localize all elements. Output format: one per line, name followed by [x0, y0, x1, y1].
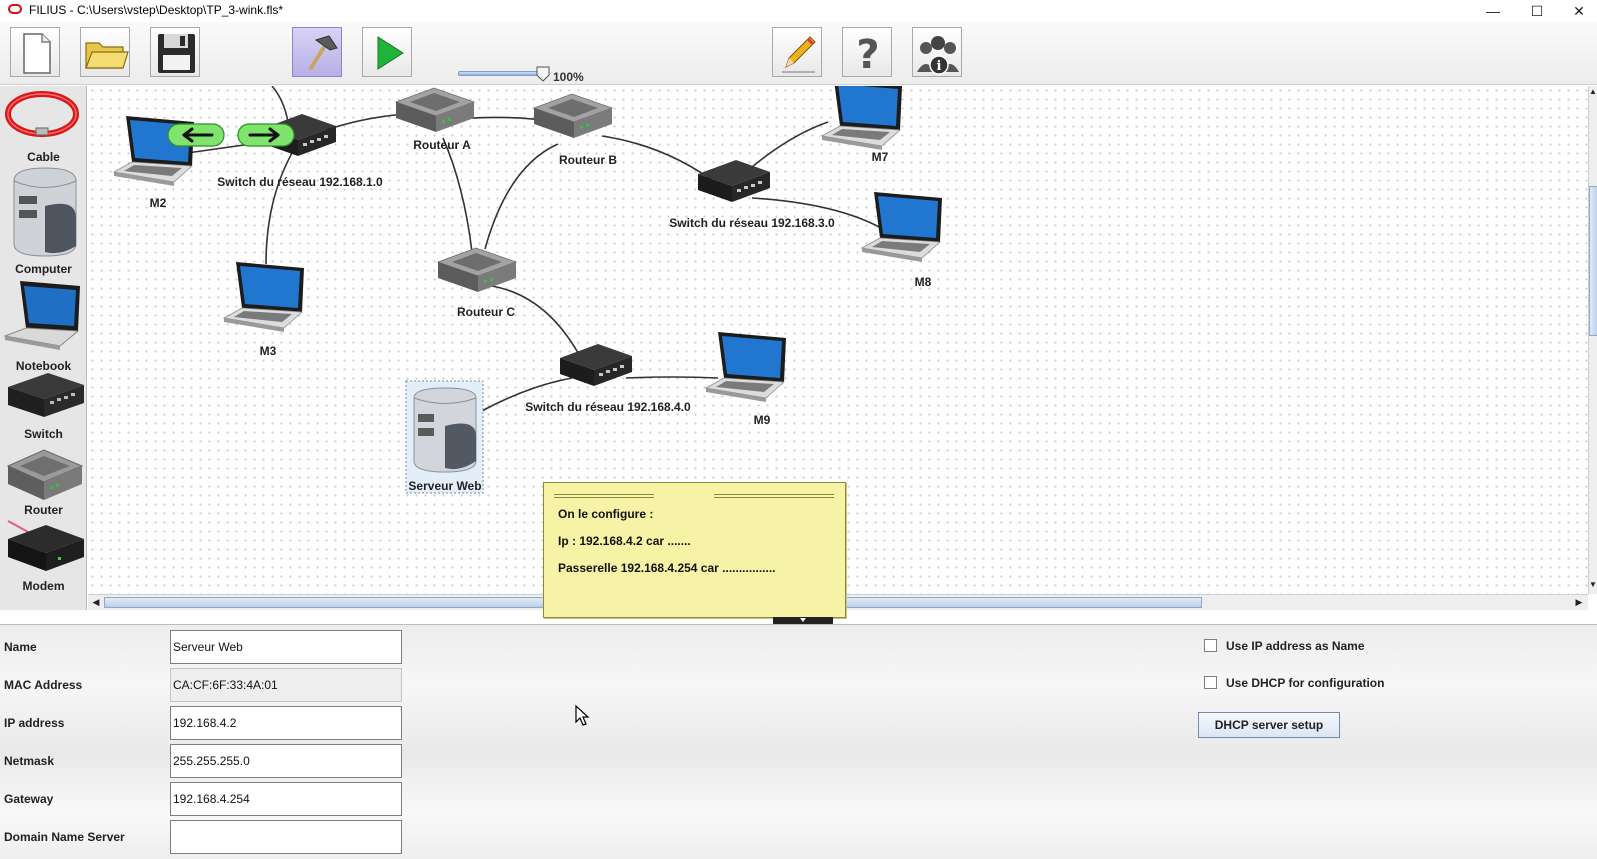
zoom-slider-handle[interactable] — [536, 66, 550, 82]
cable-drag-left-arrow-icon[interactable] — [167, 123, 225, 147]
palette-label: Notebook — [15, 359, 72, 373]
node-label-m9: M9 — [753, 413, 771, 427]
new-file-button[interactable] — [10, 27, 60, 77]
component-palette: Cable Computer Notebook Switch — [0, 86, 87, 610]
scroll-left-icon[interactable]: ◀ — [92, 597, 100, 607]
node-m3-laptop-icon[interactable] — [223, 261, 305, 333]
edit-documentation-button[interactable] — [772, 27, 822, 77]
switch-icon — [8, 373, 84, 417]
maximize-button[interactable]: ☐ — [1530, 3, 1544, 19]
node-label-m2: M2 — [149, 196, 167, 210]
palette-label: Router — [24, 503, 63, 517]
use-ip-as-name-checkbox[interactable] — [1204, 639, 1217, 652]
title-bar: FILIUS - C:\Users\vstep\Desktop\TP_3-win… — [0, 0, 1597, 22]
network-cables — [179, 86, 895, 413]
new-file-icon — [23, 33, 51, 74]
node-label-m7: M7 — [871, 150, 889, 164]
question-mark-icon: ? — [856, 32, 879, 78]
modem-icon — [7, 520, 84, 571]
node-label-switch1: Switch du réseau 192.168.1.0 — [217, 175, 383, 189]
node-label-switch4: Switch du réseau 192.168.4.0 — [525, 400, 691, 414]
note-drag-grip[interactable] — [714, 494, 834, 498]
sticky-note[interactable]: On le configure : Ip : 192.168.4.2 car .… — [543, 482, 846, 618]
mac-address-field — [170, 668, 402, 702]
palette-label: Modem — [22, 579, 65, 593]
node-switch-192-168-4-0-icon[interactable] — [560, 344, 632, 386]
scroll-down-icon[interactable]: ▼ — [1589, 580, 1597, 589]
node-m9-laptop-icon[interactable] — [705, 331, 787, 403]
netmask-label: Netmask — [4, 754, 55, 768]
node-serveur-web-server-icon[interactable] — [405, 380, 484, 494]
cable-drag-right-arrow-icon[interactable] — [237, 123, 295, 147]
node-switch-192-168-3-0-icon[interactable] — [698, 160, 770, 202]
node-routeur-c-icon[interactable] — [437, 247, 517, 293]
dns-field[interactable] — [170, 820, 402, 854]
netmask-field[interactable] — [170, 744, 402, 778]
computer-server-icon — [13, 167, 77, 257]
node-label-routeur-c: Routeur C — [457, 305, 515, 319]
node-m7-laptop-icon[interactable] — [821, 86, 903, 151]
node-routeur-b-icon[interactable] — [533, 93, 613, 139]
scroll-up-icon[interactable]: ▲ — [1589, 87, 1597, 96]
design-mode-button[interactable] — [292, 27, 342, 77]
toolbar: 100% ? i — [0, 22, 1597, 85]
window-title: FILIUS - C:\Users\vstep\Desktop\TP_3-win… — [29, 3, 284, 17]
name-label: Name — [4, 640, 37, 654]
node-m8-laptop-icon[interactable] — [861, 191, 943, 263]
use-dhcp-checkbox[interactable] — [1204, 676, 1217, 689]
cable-icon — [5, 91, 79, 137]
vertical-scroll-thumb[interactable] — [1589, 186, 1597, 336]
name-field[interactable] — [170, 630, 402, 664]
simulation-mode-button[interactable] — [362, 27, 412, 77]
gateway-field[interactable] — [170, 782, 402, 816]
panel-collapse-tab[interactable] — [773, 617, 833, 625]
note-drag-grip[interactable] — [554, 494, 654, 498]
node-label-serveur-web: Serveur Web — [408, 479, 482, 493]
note-line: On le configure : — [558, 507, 654, 521]
minimize-button[interactable]: — — [1486, 3, 1500, 19]
svg-text:i: i — [937, 59, 942, 74]
node-label-m3: M3 — [259, 344, 277, 358]
note-line: Ip : 192.168.4.2 car ....... — [558, 534, 691, 548]
save-file-button[interactable] — [150, 27, 200, 77]
folder-open-icon — [85, 42, 129, 69]
filius-app-icon — [8, 4, 22, 14]
floppy-disk-icon — [158, 34, 195, 73]
mac-address-label: MAC Address — [4, 678, 83, 692]
mouse-cursor-icon — [575, 705, 590, 726]
use-dhcp-label: Use DHCP for configuration — [1226, 676, 1385, 690]
use-ip-as-name-label: Use IP address as Name — [1226, 639, 1365, 653]
router-icon — [6, 449, 84, 500]
zoom-slider[interactable] — [458, 71, 544, 76]
vertical-scrollbar[interactable]: ▲ ▼ — [1588, 86, 1597, 594]
ip-address-field[interactable] — [170, 706, 402, 740]
dhcp-server-setup-button[interactable]: DHCP server setup — [1198, 712, 1340, 738]
palette-label: Computer — [15, 262, 72, 276]
node-label-routeur-a: Routeur A — [413, 138, 471, 152]
hammer-icon — [309, 35, 338, 70]
palette-label: Cable — [27, 150, 60, 164]
gateway-label: Gateway — [4, 792, 54, 806]
node-label-switch3: Switch du réseau 192.168.3.0 — [669, 216, 835, 230]
svg-text:?: ? — [856, 32, 879, 78]
help-button[interactable]: ? — [842, 27, 892, 78]
pencil-icon — [782, 36, 816, 73]
notebook-laptop-icon — [3, 281, 80, 350]
info-button[interactable]: i — [912, 27, 962, 77]
close-button[interactable]: ✕ — [1573, 3, 1585, 19]
network-diagram — [113, 86, 943, 494]
zoom-level: 100% — [553, 70, 584, 84]
node-routeur-a-icon[interactable] — [395, 87, 475, 133]
scroll-right-icon[interactable]: ▶ — [1575, 597, 1583, 607]
users-info-icon: i — [917, 36, 959, 75]
play-icon — [377, 36, 404, 70]
ip-address-label: IP address — [4, 716, 65, 730]
open-file-button[interactable] — [80, 27, 130, 77]
node-label-m8: M8 — [914, 275, 932, 289]
node-label-routeur-b: Routeur B — [559, 153, 617, 167]
note-line: Passerelle 192.168.4.254 car ...........… — [558, 561, 776, 575]
dns-label: Domain Name Server — [4, 830, 125, 844]
palette-label: Switch — [24, 427, 63, 441]
